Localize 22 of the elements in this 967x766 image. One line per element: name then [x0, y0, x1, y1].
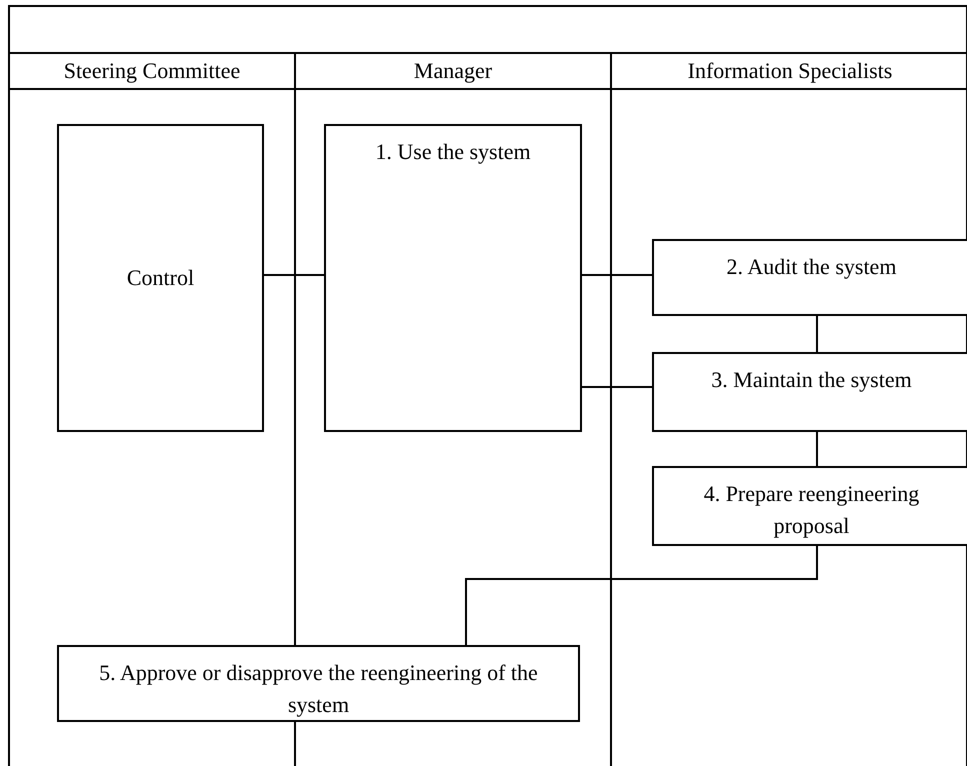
connector-line	[264, 274, 324, 276]
connector-line	[816, 432, 818, 466]
box-label: 5. Approve or disapprove the reengineering of the system	[98, 659, 539, 719]
box-label: Control	[126, 264, 194, 292]
process-box	[652, 239, 967, 316]
swimlane	[610, 52, 967, 766]
connector-line	[816, 316, 818, 352]
process-box	[57, 645, 580, 722]
process-box	[324, 124, 582, 432]
process-box	[57, 124, 264, 432]
connector-line	[582, 274, 652, 276]
lane-header: Manager	[296, 54, 610, 90]
connector-line	[465, 546, 818, 645]
box-label: 4. Prepare reengineering proposal	[702, 480, 920, 540]
process-box	[652, 466, 967, 546]
lane-header: Steering Committee	[10, 54, 294, 90]
connector-line	[582, 386, 652, 388]
lane-header: Information Specialists	[612, 54, 967, 90]
box-label: 2. Audit the system	[726, 253, 896, 281]
box-label: 3. Maintain the system	[711, 366, 912, 394]
process-box	[652, 352, 967, 432]
box-label: 1. Use the system	[375, 138, 531, 166]
